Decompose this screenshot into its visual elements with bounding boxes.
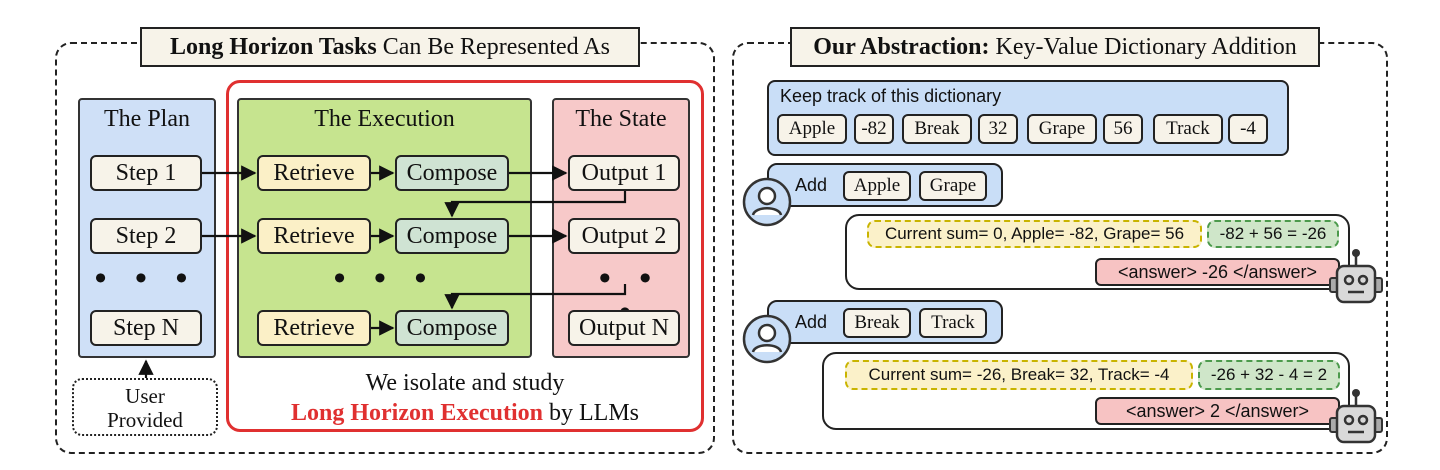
caption-line2: Long Horizon Execution by LLMs (226, 398, 704, 428)
caption-line1: We isolate and study (365, 370, 565, 396)
compose-box-2: Compose (395, 218, 509, 254)
user-add-label-2: Add (795, 312, 828, 332)
turn1-answer: <answer> -26 </answer> (1095, 258, 1340, 286)
turn1-equation: -82 + 56 = -26 (1207, 220, 1339, 248)
user-add-label-1: Add (795, 175, 828, 195)
turn1-key-2: Grape (919, 171, 987, 201)
user-avatar-icon (742, 314, 792, 364)
dict-value-apple: -82 (854, 114, 894, 144)
robot-icon (1329, 249, 1383, 304)
retrieve-box-2: Retrieve (257, 218, 371, 254)
dict-value-track: -4 (1228, 114, 1268, 144)
turn2-key-1: Break (843, 308, 911, 338)
dict-key-track: Track (1153, 114, 1223, 144)
user-provided-line2: Provided (107, 408, 183, 432)
compose-box-n: Compose (395, 310, 509, 346)
turn1-key-1: Apple (843, 171, 911, 201)
turn2-reasoning: Current sum= -26, Break= 32, Track= -4 (845, 360, 1193, 390)
right-panel-title: Our Abstraction: Key-Value Dictionary Ad… (790, 27, 1320, 67)
turn2-answer: <answer> 2 </answer> (1095, 397, 1340, 425)
dict-value-grape: 56 (1103, 114, 1143, 144)
turn2-equation: -26 + 32 - 4 = 2 (1198, 360, 1340, 390)
turn1-reasoning: Current sum= 0, Apple= -82, Grape= 56 (867, 220, 1202, 248)
state-title: The State (575, 106, 667, 132)
plan-step-n: Step N (90, 310, 202, 346)
retrieve-box-1: Retrieve (257, 155, 371, 191)
right-title-rest: Key-Value Dictionary Addition (995, 33, 1297, 60)
caption: We isolate and study Long Horizon Execut… (226, 368, 704, 428)
dictionary-label: Keep track of this dictionary (780, 86, 1002, 106)
user-avatar-icon (742, 177, 792, 227)
user-provided-line1: User (125, 384, 165, 408)
robot-icon (1329, 389, 1383, 444)
turn2-key-2: Track (919, 308, 987, 338)
execution-dots: • • • (333, 260, 437, 297)
left-title-bold: Long Horizon Tasks (169, 33, 377, 60)
retrieve-box-n: Retrieve (257, 310, 371, 346)
right-title-bold: Our Abstraction: (813, 33, 990, 60)
compose-box-1: Compose (395, 155, 509, 191)
plan-step-2: Step 2 (90, 218, 202, 254)
left-title-rest: Can Be Represented As (382, 33, 611, 60)
dict-key-break: Break (902, 114, 972, 144)
execution-title: The Execution (314, 106, 455, 132)
dict-value-break: 32 (978, 114, 1018, 144)
caption-highlight: Long Horizon Execution (290, 400, 543, 426)
execution-highlight-frame (226, 80, 704, 432)
state-output-1: Output 1 (568, 155, 680, 191)
caption-tail: by LLMs (549, 400, 639, 426)
state-output-n: Output N (568, 310, 680, 346)
dict-key-grape: Grape (1027, 114, 1097, 144)
state-output-2: Output 2 (568, 218, 680, 254)
plan-dots: • • • (94, 260, 198, 297)
plan-title: The Plan (104, 106, 190, 132)
user-provided-box: User Provided (72, 378, 218, 436)
plan-step-1: Step 1 (90, 155, 202, 191)
dict-key-apple: Apple (777, 114, 847, 144)
left-panel-title: Long Horizon Tasks Can Be Represented As (140, 27, 640, 67)
